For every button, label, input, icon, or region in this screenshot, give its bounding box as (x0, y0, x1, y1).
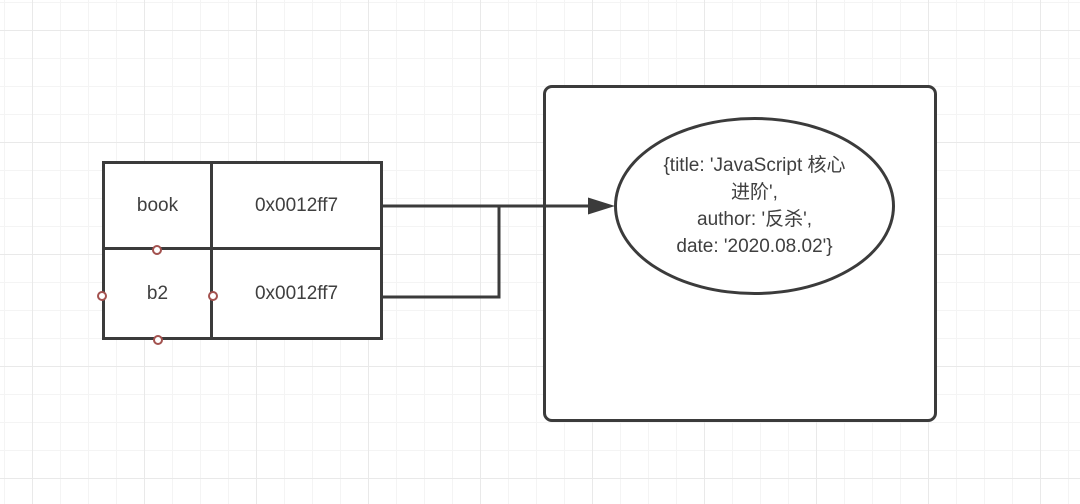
object-text-line: author: '反杀', (697, 209, 812, 230)
table-cell-book-name[interactable]: book (105, 164, 213, 250)
connector-point-b2-left[interactable] (97, 291, 107, 301)
object-text-line: {title: 'JavaScript 核心 (663, 155, 846, 176)
table-cell-b2-value[interactable]: 0x0012ff7 (213, 250, 380, 337)
arrowhead-icon (588, 197, 615, 215)
table-cell-book-value[interactable]: 0x0012ff7 (213, 164, 380, 250)
arrow-b2-to-object[interactable] (383, 206, 501, 299)
table-cell-b2-name[interactable]: b2 (105, 250, 213, 337)
connector-point-b2-right[interactable] (208, 291, 218, 301)
variables-table[interactable]: book 0x0012ff7 b2 0x0012ff7 (102, 161, 383, 340)
connector-point-book-bottom[interactable] (152, 245, 162, 255)
object-ellipse[interactable]: {title: 'JavaScript 核心 进阶', author: '反杀'… (614, 117, 895, 295)
object-text-line: 进阶', (731, 182, 778, 203)
object-text-line: date: '2020.08.02'} (676, 236, 833, 257)
connector-point-b2-bottom[interactable] (153, 335, 163, 345)
